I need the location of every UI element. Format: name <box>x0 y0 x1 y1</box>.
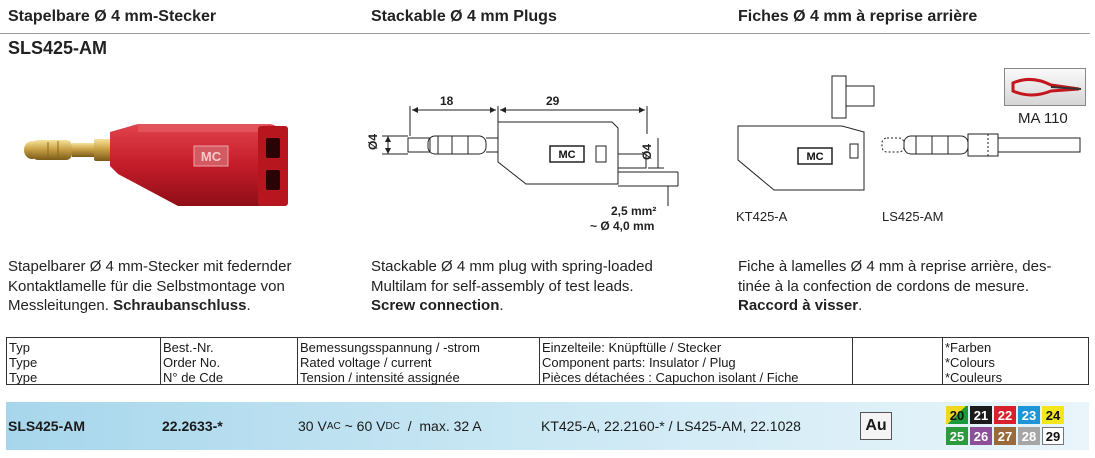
description-en: Stackable Ø 4 mm plug with spring-loaded… <box>371 258 653 314</box>
part-label-plug: LS425-AM <box>882 209 944 224</box>
colour-swatch-28: 28 <box>1018 427 1040 445</box>
col-colours: *Farben*Colours*Couleurs <box>945 340 1003 385</box>
colour-swatch-26: 26 <box>970 427 992 445</box>
parts-drawing: MC <box>737 75 1081 191</box>
part-label-insulator: KT425-A <box>736 209 788 224</box>
colour-swatch-21: 21 <box>970 406 992 424</box>
description-fr: Fiche à lamelles Ø 4 mm à reprise arrièr… <box>738 258 1052 314</box>
drawing-mc-logo: MC <box>558 149 575 161</box>
col-material <box>853 338 943 384</box>
row-components: KT425-A, 22.2160-* / LS425-AM, 22.1028 <box>541 418 801 434</box>
cable-spec-diameter: ~ Ø 4,0 mm <box>590 219 655 233</box>
header-fr: Fiches Ø 4 mm à reprise arrière <box>738 8 978 25</box>
dimension-18: 18 <box>440 94 454 108</box>
pliers-icon <box>1011 78 1082 97</box>
colour-swatch-25: 25 <box>946 427 968 445</box>
tool-label: MA 110 <box>1018 110 1068 127</box>
product-photo: MC <box>24 124 288 206</box>
dimension-diameter-right: Ø4 <box>640 143 654 160</box>
colour-swatch-22: 22 <box>994 406 1016 424</box>
col-order-no: Best.-Nr.Order No.N° de Cde <box>161 338 298 385</box>
cable-spec-cross-section: 2,5 mm² <box>611 204 657 218</box>
dimension-diameter-left: Ø4 <box>366 133 380 150</box>
svg-text:MC: MC <box>201 149 222 164</box>
description-de: Stapelbarer Ø 4 mm-Stecker mit federnder… <box>8 258 292 314</box>
material-badge: Au <box>860 412 892 440</box>
parts-mc-logo: MC <box>806 151 823 163</box>
header-en: Stackable Ø 4 mm Plugs <box>371 8 557 25</box>
row-order-no: 22.2633-* <box>162 418 223 434</box>
dimension-29: 29 <box>546 94 560 108</box>
header-divider <box>0 33 1090 34</box>
product-title: SLS425-AM <box>8 38 108 58</box>
colour-swatch-24: 24 <box>1042 406 1064 424</box>
colour-swatch-20: 20 <box>946 406 968 424</box>
dimension-drawing: MC <box>382 106 679 206</box>
header-de: Stapelbare Ø 4 mm-Stecker <box>8 8 217 25</box>
row-type: SLS425-AM <box>8 418 86 434</box>
colour-swatch-27: 27 <box>994 427 1016 445</box>
colour-swatch-23: 23 <box>1018 406 1040 424</box>
tool-image <box>1004 68 1086 106</box>
colour-swatch-29: 29 <box>1042 427 1064 445</box>
